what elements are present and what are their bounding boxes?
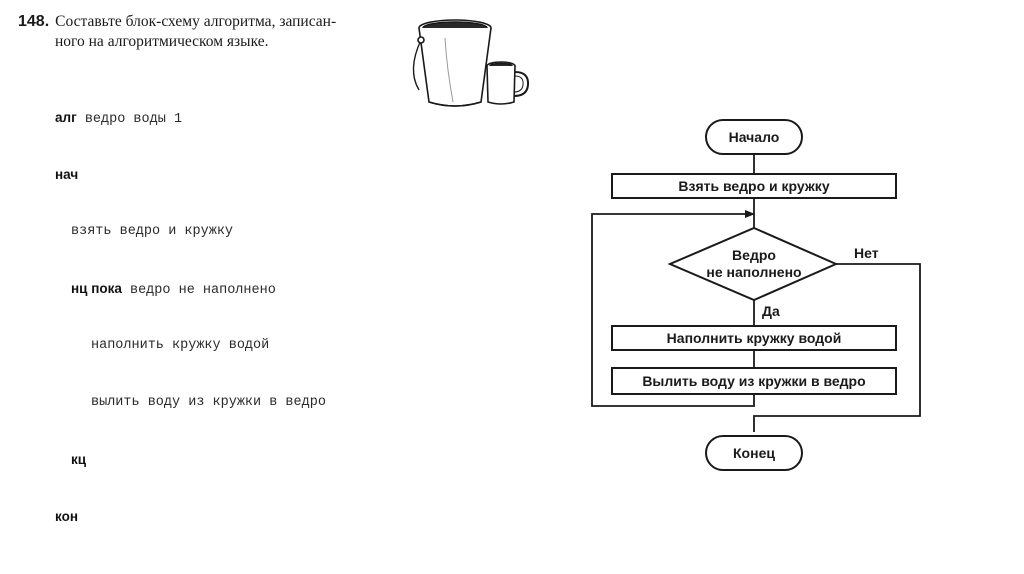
pour-process: Вылить воду из кружки в ведро [611,367,897,395]
condition-decision: Ведро не наполнено [667,226,839,302]
code-line-loop: нц пока ведро не наполнено [55,279,326,298]
keyword-loop-end: кц [71,452,87,467]
algorithm-code: алг ведро воды 1 нач взять ведро и кружк… [55,70,326,564]
code-line-end: кон [55,507,326,526]
code-line-begin: нач [55,165,326,184]
fill-process: Наполнить кружку водой [611,325,897,351]
task-number: 148. [18,13,50,30]
take-process: Взять ведро и кружку [611,173,897,199]
connector-condition-no [753,263,921,432]
no-branch-label: Нет [854,245,879,261]
condition-label-line1: Ведро [732,247,776,263]
code-line-loop-end: кц [55,450,326,469]
keyword-alg: алг [55,110,77,125]
task-statement: 148. Составьте блок-схему алгоритма, запи… [18,12,418,52]
algorithm-name: ведро воды 1 [84,112,183,127]
code-line-alg: алг ведро воды 1 [55,108,326,127]
take-label: Взять ведро и кружку [678,178,829,194]
keyword-end: кон [55,509,78,524]
loop-condition: ведро не наполнено [129,283,276,298]
yes-branch-label: Да [762,303,780,319]
bucket-icon [412,19,492,107]
end-label: Конец [733,445,775,461]
end-terminal: Конец [705,435,803,471]
fill-label: Наполнить кружку водой [667,330,842,346]
start-terminal: Начало [705,119,803,155]
code-line-take: взять ведро и кружку [71,224,234,239]
code-line-pour: вылить воду из кружки в ведро [91,395,326,410]
task-text-1: Составьте блок-схему алгоритма, записан- [55,13,337,30]
keyword-begin: нач [55,167,79,182]
mug-icon [486,61,530,105]
start-label: Начало [729,129,780,145]
keyword-loop: нц пока [71,281,122,296]
connector-loop-back [591,210,755,407]
flowchart: Начало Взять ведро и кружку Ведро не нап… [591,119,921,471]
bucket-and-mug-illustration [412,19,530,107]
condition-label-line2: не наполнено [706,264,801,280]
task-text-2: ного на алгоритмическом языке. [55,33,269,50]
pour-label: Вылить воду из кружки в ведро [642,373,865,389]
task-line-1: 148. Составьте блок-схему алгоритма, запи… [18,12,418,32]
code-line-fill: наполнить кружку водой [91,338,270,353]
